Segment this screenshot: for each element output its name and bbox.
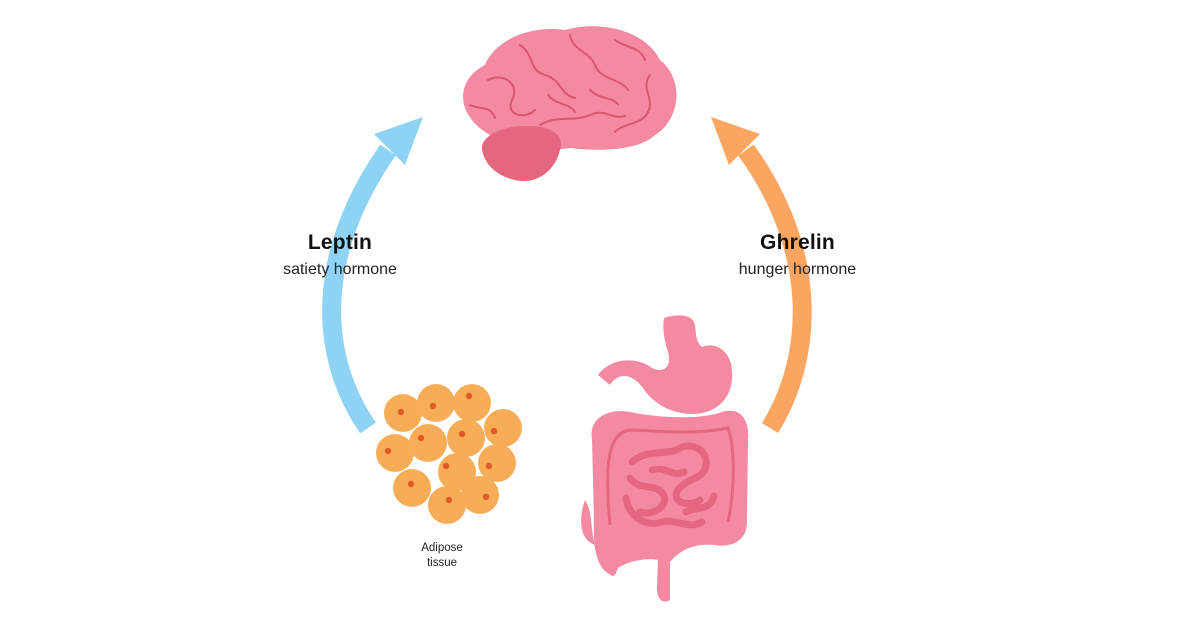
leptin-arrow [322, 117, 423, 434]
leptin-title: Leptin [307, 231, 373, 254]
ghrelin-label: Ghrelin hunger hormone [715, 231, 880, 279]
brain-icon [463, 26, 677, 182]
fat-cells-icon [376, 384, 522, 524]
adipose-tissue-label: Adipose tissue [400, 541, 484, 571]
leptin-subtitle: satiety hormone [283, 261, 397, 278]
ghrelin-title: Ghrelin [760, 231, 835, 254]
adipose-line-2: tissue [426, 557, 458, 569]
leptin-label: Leptin satiety hormone [255, 231, 425, 279]
ghrelin-subtitle: hunger hormone [738, 261, 857, 278]
intestines-icon [581, 410, 749, 602]
stomach-icon [598, 315, 733, 414]
adipose-line-1: Adipose [421, 542, 463, 554]
ghrelin-arrow [711, 117, 812, 433]
